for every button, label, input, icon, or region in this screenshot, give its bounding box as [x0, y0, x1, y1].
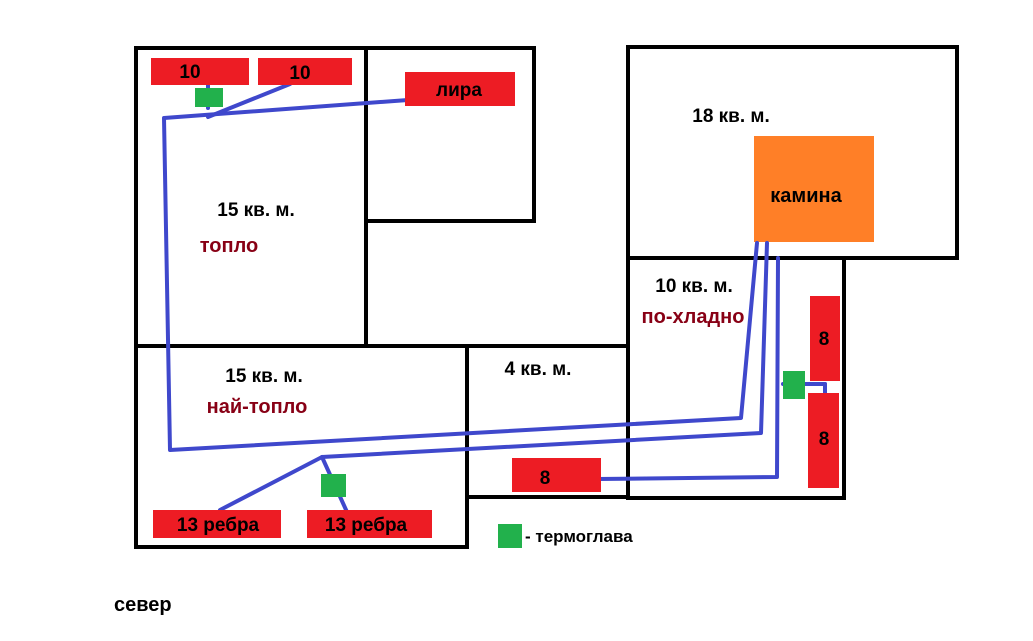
radiator-label: 8	[819, 329, 830, 350]
thermo-heads	[195, 88, 805, 548]
radiator-10-right	[258, 58, 352, 85]
thermo-head-icon	[321, 474, 346, 497]
pipe-main-loop	[162, 98, 759, 452]
legend-thermo-head-icon	[498, 524, 522, 548]
radiator-label: 8	[540, 468, 551, 489]
radiator-label: лира	[436, 80, 482, 101]
room-temp-note: по-хладно	[642, 306, 745, 328]
compass-north-label: север	[114, 594, 172, 616]
room-temp-note: топло	[200, 235, 259, 257]
room-temp-note: най-топло	[207, 396, 308, 418]
room-area-label: 15 кв. м.	[217, 200, 295, 221]
walls	[134, 45, 959, 549]
radiator-lira	[405, 72, 515, 106]
radiator-label: 8	[819, 429, 830, 450]
radiator-13-right	[307, 510, 432, 538]
radiator-label: 10	[179, 62, 200, 83]
fireplace	[754, 136, 874, 242]
pipe-8-bottom	[596, 256, 780, 481]
wall-room-right	[626, 256, 846, 500]
thermo-head-icon	[195, 88, 223, 107]
room-area-label: 18 кв. м.	[692, 106, 770, 127]
wall-room-small-top	[364, 46, 536, 223]
radiator-label: 13 ребра	[177, 515, 260, 536]
pipe-bottom-branch	[218, 241, 769, 512]
room-area-label: 15 кв. м.	[225, 366, 303, 387]
radiator-8-right-top	[810, 296, 840, 381]
radiator-13-left	[153, 510, 281, 538]
room-area-label: 10 кв. м.	[655, 276, 733, 297]
radiators	[151, 58, 840, 538]
legend-label: - термоглава	[525, 527, 633, 546]
radiator-8-right-bottom	[808, 393, 839, 488]
wall-room-top-left	[134, 46, 368, 348]
pipe-radiator-10-right	[206, 82, 292, 119]
room-area-label: 4 кв. м.	[505, 359, 572, 380]
radiator-label: 10	[289, 63, 310, 84]
thermo-head-icon	[783, 371, 805, 399]
radiator-label: 13 ребра	[325, 515, 408, 536]
radiator-10-left	[151, 58, 249, 85]
fireplace-label: камина	[770, 185, 842, 207]
radiator-8-bottom	[512, 458, 601, 492]
